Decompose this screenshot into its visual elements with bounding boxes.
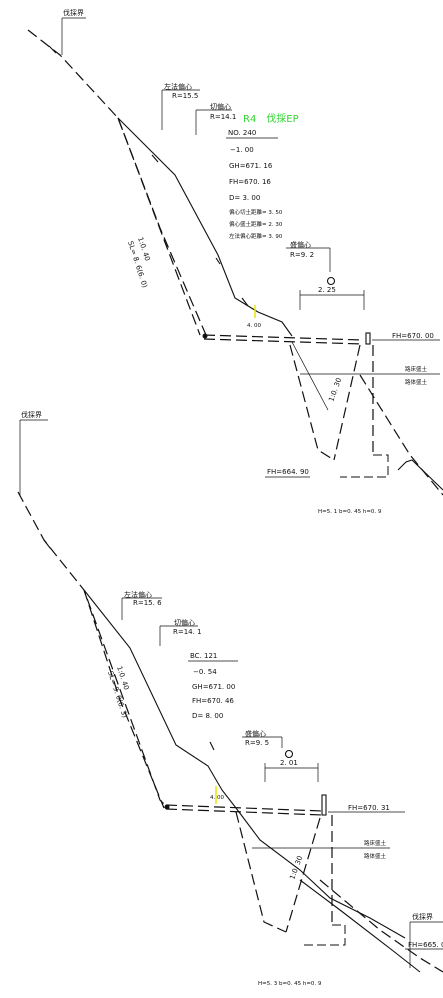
cut-center-label: 切偏心 [210, 102, 231, 111]
road-surface-line [203, 338, 363, 345]
toe-point [202, 333, 208, 339]
survey-point-icon [326, 276, 336, 286]
body-fill-label: 路体盛土 [405, 378, 428, 386]
cut-center-r: R=14.1 [210, 113, 236, 121]
fh-right-label: FH=670. 00 [392, 332, 434, 340]
fh-value: FH=670. 46 [192, 697, 234, 705]
slope-hatch [241, 297, 249, 307]
fill-center-label: 盛偏心 [290, 240, 311, 249]
bench-width: 4. 00 [247, 323, 261, 329]
dimensions-label: H=5. 3 b=0. 45 h=0. 9 [258, 981, 322, 987]
toe-point [164, 804, 170, 810]
station-label: NO. 240 [228, 129, 256, 137]
felling-boundary-label: 伐採界 [21, 410, 42, 419]
ditch-inner-line [291, 341, 329, 411]
original-ground-line [17, 491, 169, 809]
ground-hatch [151, 154, 159, 163]
design-slope-line [117, 117, 207, 336]
section-2: 伐採界 1:0. 40 SL= 9. 0(6. 3) 左法偏心 R=15. 6 … [17, 410, 443, 987]
subgrade-fill-label: 路床盛土 [364, 839, 387, 847]
left-slope-center-r: R=15. 6 [133, 599, 162, 607]
ditch-left-line [235, 811, 287, 933]
road-surface-line [165, 804, 323, 812]
body-fill-label: 路体盛土 [364, 852, 387, 860]
fill-center-label: 盛偏心 [245, 729, 266, 738]
ditch-left-line [289, 344, 335, 461]
ditch-right-line [285, 817, 321, 933]
fh-bottom-label: FH=664. 90 [267, 468, 309, 476]
survey-point-icon [284, 749, 294, 759]
felling-boundary-label: 伐採界 [63, 8, 84, 17]
width-value: 2. 01 [280, 759, 298, 767]
cut-center-label: 切偏心 [174, 618, 195, 627]
right-ground-line [319, 879, 443, 973]
bottom-step-line [340, 454, 389, 478]
fh-value: FH=670. 16 [229, 178, 271, 186]
cut-center-r: R=14. 1 [173, 628, 202, 636]
fill-center-r: R=9. 2 [290, 251, 314, 259]
cut-slope-line [83, 589, 237, 809]
left-slope-center-label: 左法偏心 [164, 82, 192, 91]
ditch-right-line [333, 344, 361, 461]
ground-hatch [43, 539, 51, 549]
ditch-ratio-label: 1:0. 30 [327, 377, 343, 403]
fh-bottom-right-label: FH=665. 0 [408, 941, 443, 949]
gh-value: GH=671. 00 [192, 683, 235, 691]
fill-distance: 偏心盛土距離= 2. 30 [229, 220, 283, 228]
bench-width: 4. 00 [210, 795, 224, 801]
gh-value: GH=671. 16 [229, 162, 273, 170]
left-slope-center-label: 左法偏心 [124, 590, 152, 599]
r4-felling-ep-label: R4 伐採EP [243, 112, 299, 125]
right-ground-solid [397, 459, 443, 491]
road-surface-line [203, 334, 363, 341]
ground-solid-line-2 [299, 879, 421, 973]
station-label: BC. 121 [190, 652, 217, 660]
curb-icon [365, 332, 371, 345]
d-value: D= 3. 00 [229, 194, 260, 202]
width-value: 2. 25 [318, 286, 336, 294]
ground-solid-line [235, 807, 406, 939]
cut-distance: 偏心切土距離= 3. 50 [229, 208, 283, 216]
diff-value: −0. 54 [193, 668, 217, 676]
diff-value: −1. 00 [230, 146, 254, 154]
subgrade-fill-label: 路床盛土 [405, 365, 428, 373]
road-surface-line [165, 808, 323, 816]
cut-slope-line [117, 117, 293, 337]
design-slope-line [83, 589, 165, 809]
original-ground-line [27, 29, 201, 336]
right-ground-line [359, 374, 443, 496]
ground-hatch [48, 45, 57, 54]
curb-icon [321, 794, 327, 816]
slope-hatch [215, 257, 221, 265]
left-slope-center-r: R=15.5 [172, 92, 198, 100]
bottom-step-line [300, 924, 346, 946]
left-distance: 左法偏心距離= 3. 90 [229, 232, 283, 240]
dimensions-label: H=5. 1 b=0. 45 h=0. 9 [318, 509, 382, 515]
section-1: 伐採界 1:0. 40 SL= 8. 6(6. 0) 左法偏心 R=15.5 切… [27, 8, 443, 515]
felling-boundary-right-label: 伐採界 [412, 912, 433, 921]
ground-hatch [209, 741, 215, 751]
ditch-ratio-label: 1:0. 30 [288, 855, 304, 881]
fill-center-r: R=9. 5 [245, 739, 269, 747]
fh-right-label: FH=670. 31 [348, 804, 390, 812]
d-value: D= 8. 00 [192, 712, 223, 720]
